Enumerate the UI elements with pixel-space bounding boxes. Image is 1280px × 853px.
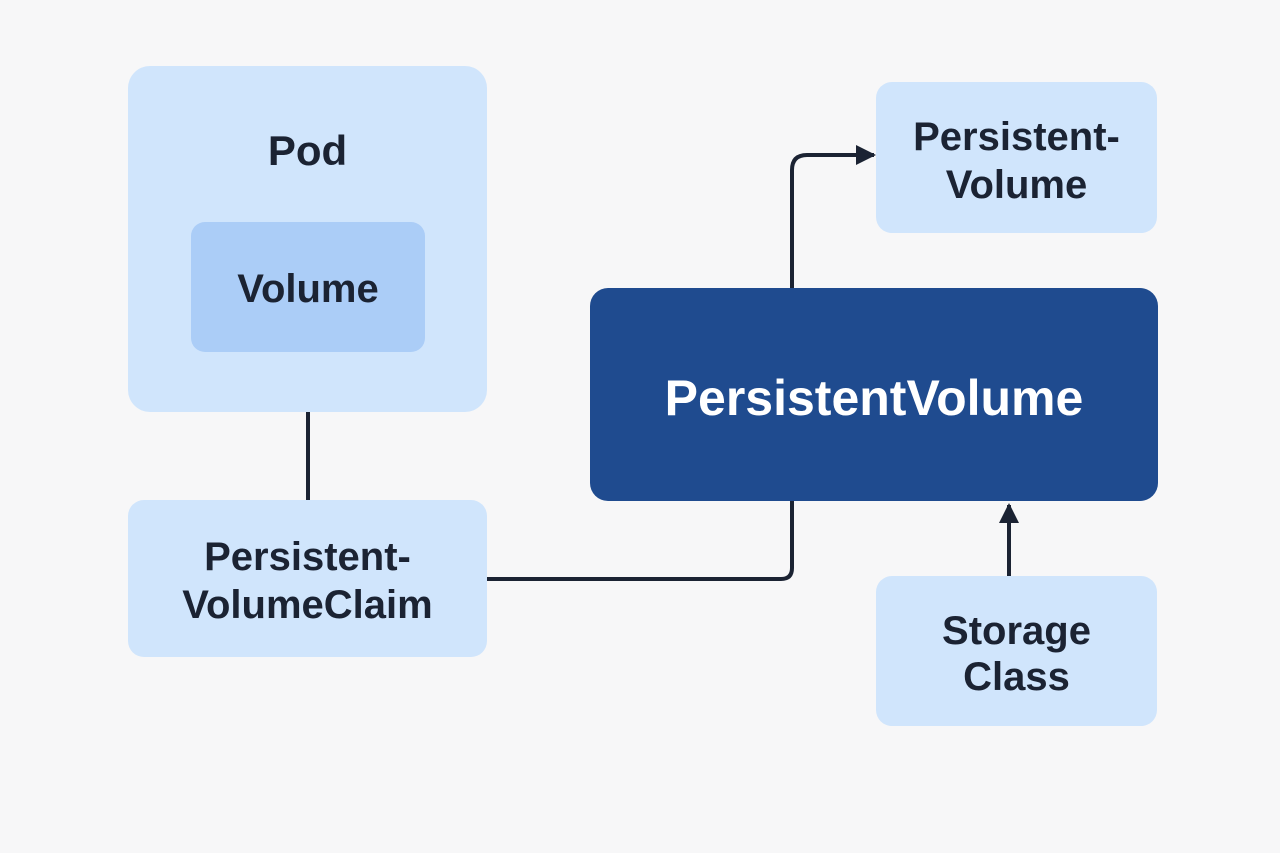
persistent-volume-claim-node: Persistent- VolumeClaim [128,500,487,657]
volume-label: Volume [237,267,379,311]
persistent-volume-main-label: PersistentVolume [664,370,1084,426]
persistent-volume-label: Persistent- Volume [913,115,1120,207]
pod-label: Pod [267,127,348,174]
storage-class-node: Storage Class [876,576,1157,726]
volume-node: Volume [191,222,425,352]
persistent-volume-node: Persistent- Volume [876,82,1157,233]
persistent-volume-main-node: PersistentVolume [590,288,1158,501]
storage-class-label: Storage Class [942,609,1091,699]
persistent-volume-claim-label: Persistent- VolumeClaim [182,535,433,627]
